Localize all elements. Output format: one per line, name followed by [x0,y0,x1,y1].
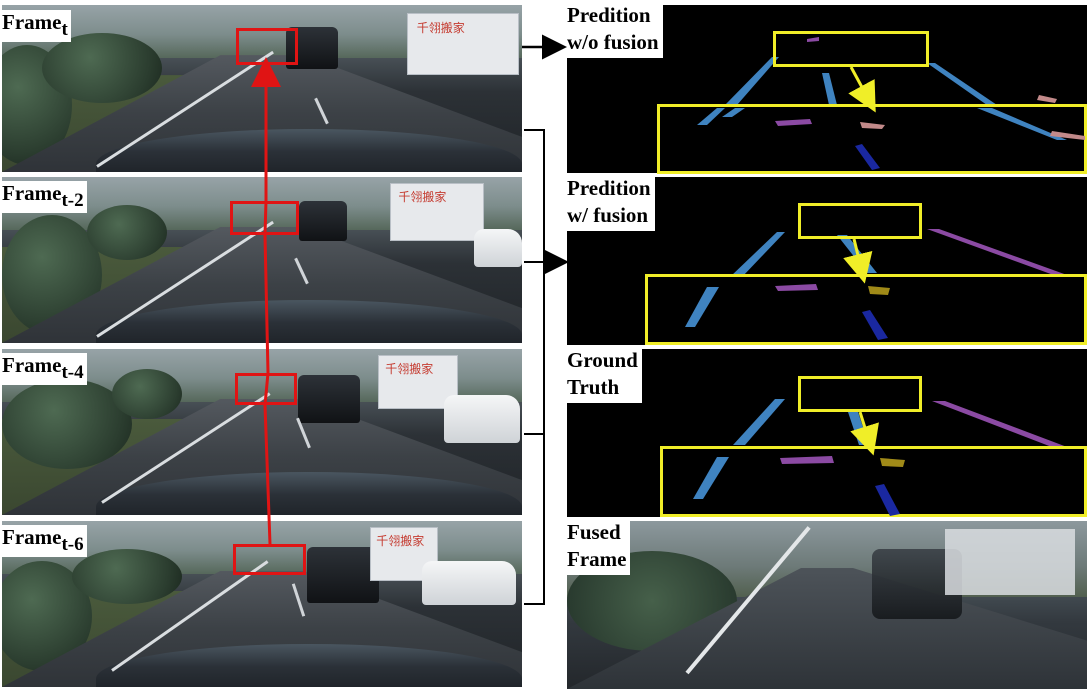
truck-sign: 千翎搬家 [385,362,434,377]
car [298,375,360,423]
fragment-navy [875,484,900,516]
hedge [87,205,167,260]
fragment-navy [855,144,880,170]
lane-pink [1037,95,1057,103]
fragment-purple [780,456,834,464]
truck: 千翎搬家 [390,183,484,241]
label-line: Predition [567,3,651,27]
ground-truth-label: Ground Truth [565,347,642,403]
frame-label-base: Frame [2,10,62,34]
frame-label-sub: t-6 [61,534,84,555]
lane-segmentation-mask [697,37,1067,140]
yellow-zoom-arrow-3 [850,411,879,456]
frame-label-base: Frame [2,525,62,549]
hedge [42,33,162,103]
lane-purple [932,401,1067,449]
frame-label-base: Frame [2,353,62,377]
truck: 千翎搬家 [370,527,438,581]
frame-t-6-photo: 千翎搬家 [2,521,522,687]
lane-blue [733,399,785,445]
lane-blue [725,57,779,105]
lane-blue [730,232,785,277]
frame-label-t-4: Framet-4 [0,353,87,385]
frame-label-sub: t-2 [61,190,84,211]
yellow-zoom-arrow-1 [848,66,876,113]
prediction-with-fusion-label: Predition w/ fusion [565,175,655,231]
fragment-purple [775,284,818,291]
car [474,229,522,267]
red-region-box-t-6 [233,544,306,575]
yellow-zoom-source-box-2 [798,203,922,239]
lane-blue [685,287,719,327]
yellow-zoom-source-box-1 [773,31,929,67]
lane-blue [722,108,745,117]
hedge [112,369,182,419]
frame-t-photo: 千翎搬家 [2,5,522,172]
car [422,561,516,605]
lane-purple [927,229,1067,277]
frame-label-sub: t [61,19,68,40]
fused-frame-panel [567,521,1087,689]
fragment-olive [880,458,905,467]
bracket [524,129,545,605]
label-line: Fused [567,520,621,544]
lane-blue [693,457,729,499]
frame-label-t-2: Framet-2 [0,181,87,213]
red-alignment-arrow [251,57,281,545]
zoomed-lane-fragments [775,119,1085,516]
label-line: w/o fusion [567,30,659,54]
fragment-navy [862,310,888,340]
lane-pink [807,37,819,42]
lane-blue [927,63,997,105]
frame-t-4-photo: 千翎搬家 [2,349,522,515]
label-line: w/ fusion [567,203,649,227]
yellow-zoom-source-box-3 [798,376,922,412]
frame-label-t-6: Framet-6 [0,525,87,557]
truck-sign: 千翎搬家 [398,190,447,205]
label-line: Frame [567,547,627,571]
lane-blue [977,108,1067,140]
fragment-olive [868,286,890,295]
label-line: Ground [567,348,638,372]
prediction-without-fusion-label: Predition w/o fusion [565,2,663,58]
label-line: Predition [567,176,651,200]
fragment-purple [775,119,812,126]
truck [945,529,1075,595]
car [299,201,347,241]
fragment-pink [1050,131,1085,140]
hedge [72,549,182,604]
truck-sign: 千翎搬家 [376,534,425,549]
car [444,395,520,443]
hedge [2,379,132,469]
frame-label-base: Frame [2,181,62,205]
truck-sign: 千翎搬家 [416,20,465,35]
fused-frame-label: Fused Frame [565,519,631,575]
lane-blue [822,73,837,105]
frame-label-sub: t-4 [61,362,84,383]
yellow-zoom-arrow-2 [843,238,873,284]
frame-label-t: Framet [0,10,71,42]
label-line: Truth [567,375,620,399]
lane-blue [697,108,725,125]
car [307,547,379,603]
truck: 千翎搬家 [407,13,519,75]
fragment-pink [860,122,885,129]
